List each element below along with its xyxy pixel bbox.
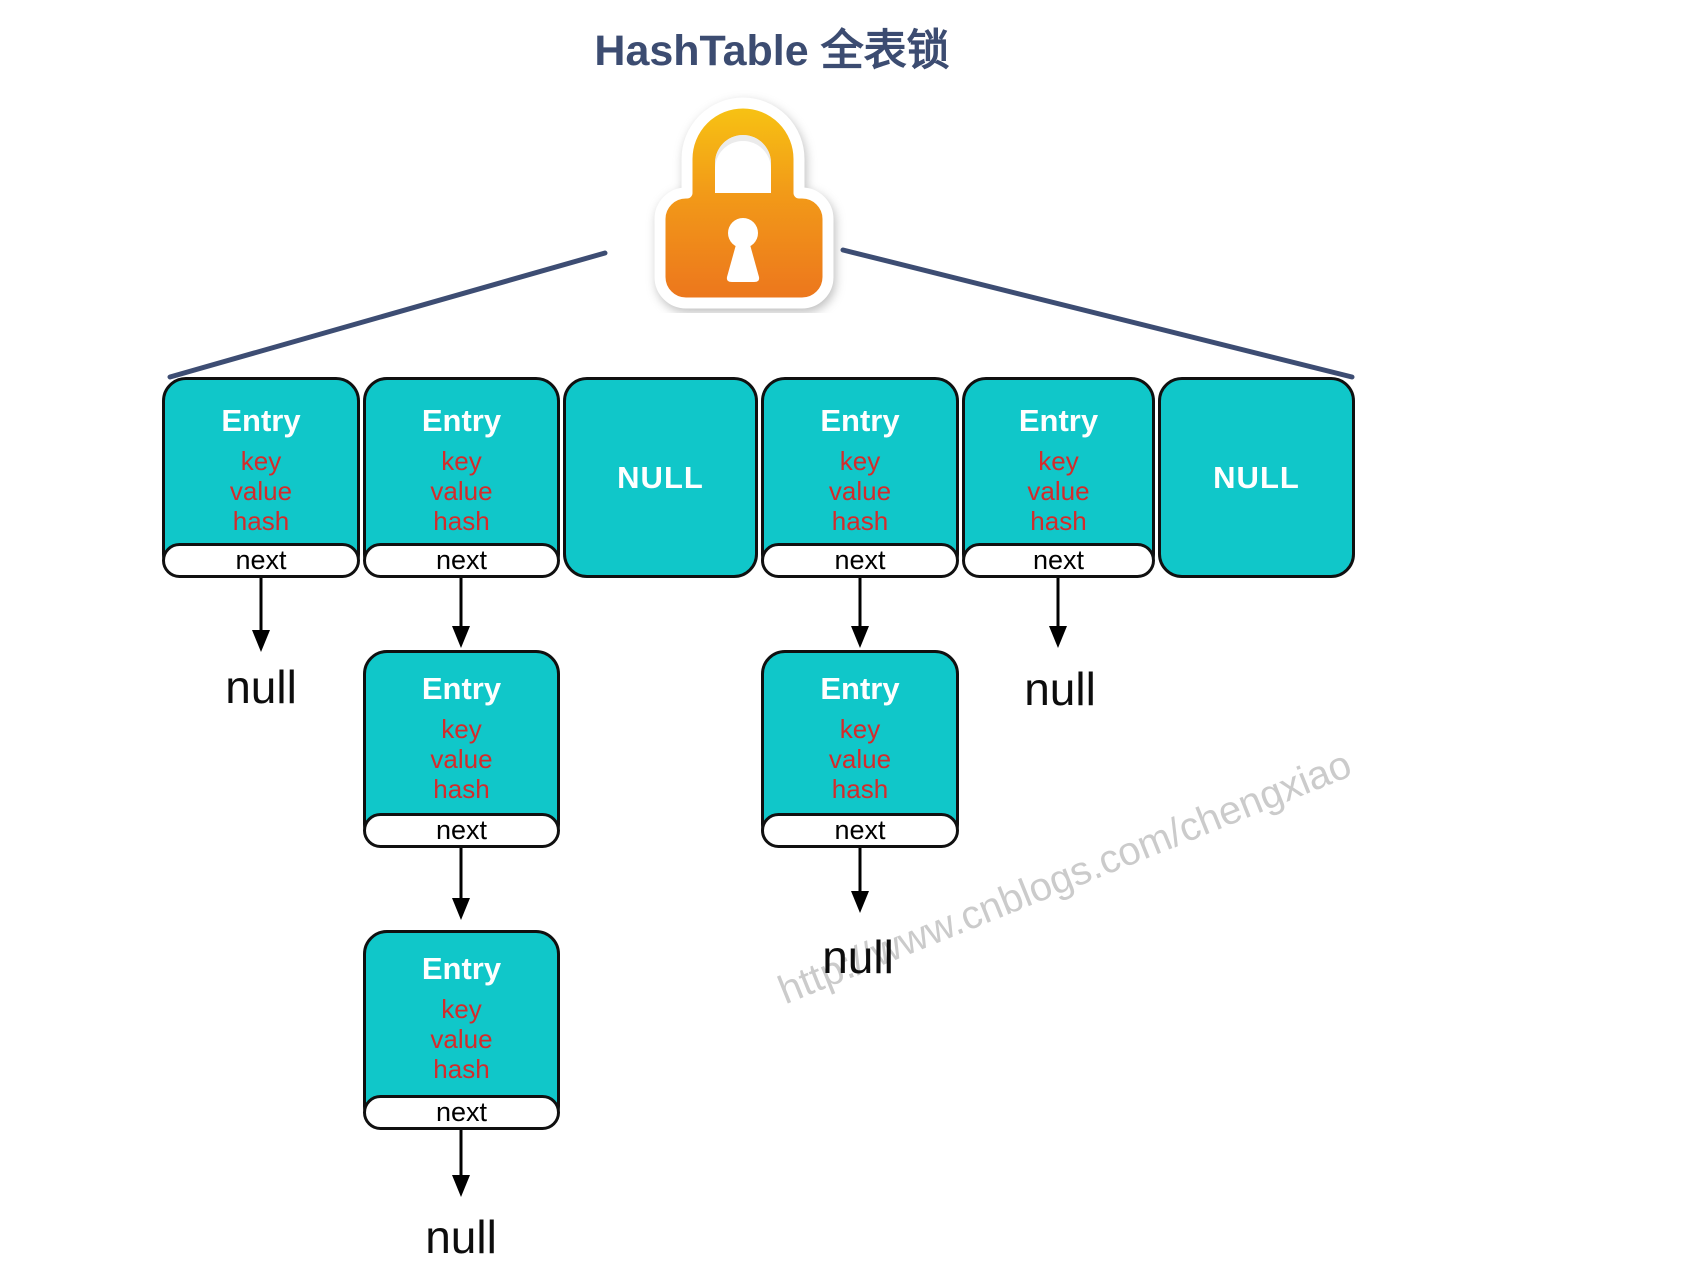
next-label: next	[1032, 545, 1085, 575]
next-label: next	[235, 545, 287, 575]
entry-field-value: value	[430, 1024, 493, 1054]
arrowhead-bucket1	[252, 630, 270, 652]
next-pointer-pill: next	[761, 543, 959, 578]
entry-title: Entry	[421, 671, 502, 706]
page-title: HashTable 全表锁	[594, 27, 950, 75]
entry-field-value: value	[430, 744, 493, 774]
entry-field-key: key	[839, 714, 881, 744]
entry-field-hash: hash	[433, 774, 490, 804]
bucket-2-entry-box: Entry key value hash next	[363, 377, 560, 578]
entry-field-value: value	[828, 744, 892, 774]
bucket-4-chain-entry-1: Entry key value hash next	[761, 650, 959, 848]
next-label: next	[834, 545, 886, 575]
entry-title: Entry	[421, 403, 502, 438]
entry-field-hash: hash	[232, 506, 290, 536]
keyhole-stem	[726, 241, 760, 282]
entry-title: Entry	[820, 671, 900, 706]
entry-field-key: key	[441, 994, 482, 1024]
next-label: next	[834, 815, 886, 845]
next-pointer-pill: next	[962, 543, 1155, 578]
null-terminator-bucket4: null	[822, 931, 894, 983]
null-box-label: NULL	[617, 459, 704, 495]
entry-title: Entry	[421, 951, 502, 986]
padlock-icon	[654, 97, 834, 309]
bucket-3-null-box: NULL	[563, 377, 758, 578]
arrowhead-bucket2-level3	[452, 1175, 470, 1197]
next-label: next	[435, 545, 488, 575]
bucket-4-entry-box: Entry key value hash next	[761, 377, 959, 578]
lock-line-left	[167, 250, 608, 380]
lock-body-shackle	[654, 97, 834, 309]
entry-field-key: key	[1038, 446, 1079, 476]
next-pointer-pill: next	[761, 813, 959, 848]
entry-field-key: key	[441, 714, 482, 744]
entry-field-key: key	[441, 446, 482, 476]
next-pointer-pill: next	[363, 1095, 560, 1130]
arrowhead-bucket2-level2	[452, 898, 470, 920]
lock-shackle-window	[715, 135, 771, 193]
bucket-2-chain-entry-2: Entry key value hash next	[363, 930, 560, 1130]
entry-field-hash: hash	[433, 506, 490, 536]
next-label: next	[435, 1097, 488, 1127]
entry-title: Entry	[1018, 403, 1099, 438]
entry-field-key: key	[240, 446, 282, 476]
entry-field-hash: hash	[831, 774, 889, 804]
keyhole-circle	[728, 218, 758, 248]
null-box-label: NULL	[1213, 459, 1300, 495]
entry-field-hash: hash	[433, 1054, 490, 1084]
entry-field-key: key	[839, 446, 881, 476]
entry-field-value: value	[430, 476, 493, 506]
arrowhead-bucket2	[452, 626, 470, 648]
entry-title: Entry	[221, 403, 301, 438]
null-terminator-bucket5: null	[1024, 663, 1096, 715]
null-terminator-bucket1: null	[225, 661, 297, 713]
next-pointer-pill: next	[363, 813, 560, 848]
entry-field-value: value	[828, 476, 892, 506]
bucket-1-entry-box: Entry key value hash next	[162, 377, 360, 578]
next-pointer-pill: next	[162, 543, 360, 578]
lock-line-right	[840, 247, 1355, 380]
next-pointer-pill: next	[363, 543, 560, 578]
entry-field-hash: hash	[1030, 506, 1087, 536]
null-terminator-bucket2: null	[425, 1211, 497, 1263]
arrowhead-bucket4	[851, 626, 869, 648]
entry-field-hash: hash	[831, 506, 889, 536]
arrowhead-bucket5	[1049, 626, 1067, 648]
entry-field-value: value	[1027, 476, 1090, 506]
bucket-2-chain-entry-1: Entry key value hash next	[363, 650, 560, 848]
entry-field-value: value	[229, 476, 293, 506]
arrowhead-bucket4-level2	[851, 891, 869, 913]
bucket-5-entry-box: Entry key value hash next	[962, 377, 1155, 578]
bucket-6-null-box: NULL	[1158, 377, 1355, 578]
next-label: next	[435, 815, 488, 845]
entry-title: Entry	[820, 403, 900, 438]
